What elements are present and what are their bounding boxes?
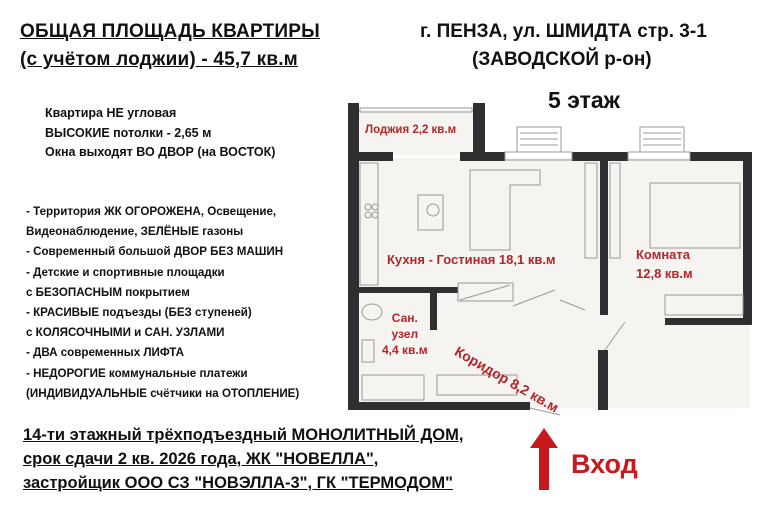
- bath-area: 4,4 кв.м: [382, 343, 428, 357]
- address: г. ПЕНЗА, ул. ШМИДТА стр. 3-1: [420, 21, 707, 42]
- detail-item: Окна выходят ВО ДВОР (на ВОСТОК): [45, 145, 276, 159]
- floor-label: 5 этаж: [548, 87, 620, 113]
- feature-item: - Детские и спортивные площадки: [26, 265, 225, 279]
- detail-item: Квартира НЕ угловая: [45, 106, 177, 120]
- feature-item: - НЕДОРОГИЕ коммунальные платежи: [26, 366, 248, 380]
- details-list: Квартира НЕ угловая ВЫСОКИЕ потолки - 2,…: [45, 104, 275, 163]
- room-area: 12,8 кв.м: [636, 266, 693, 281]
- entrance-label: Вход: [571, 449, 638, 479]
- features-list: - Территория ЖК ОГОРОЖЕНА, Освещение, Ви…: [26, 202, 299, 404]
- district: (ЗАВОДСКОЙ р-он): [472, 49, 652, 70]
- feature-item: - Современный большой ДВОР БЕЗ МАШИН: [26, 245, 284, 259]
- walls: [348, 103, 752, 410]
- room-name: Комната: [636, 247, 690, 262]
- room-label-bathroom: Сан. узел 4,4 кв.м: [382, 310, 428, 358]
- room-label-bedroom: Комната 12,8 кв.м: [636, 247, 693, 281]
- bath-name2: узел: [391, 327, 419, 341]
- building-info: 14-ти этажный трёхподъездный МОНОЛИТНЫЙ …: [23, 423, 463, 495]
- feature-item: - ДВА современных ЛИФТА: [26, 346, 185, 360]
- feature-item: с КОЛЯСОЧНЫМИ и САН. УЗЛАМИ: [26, 326, 225, 340]
- total-area-value: (с учётом лоджии) - 45,7 кв.м: [20, 49, 298, 70]
- building-line: застройщик ООО СЗ "НОВЭЛЛА-3", ГК "ТЕРМО…: [23, 474, 453, 492]
- bath-name: Сан.: [391, 311, 418, 325]
- feature-item: - КРАСИВЫЕ подъезды (БЕЗ ступеней): [26, 306, 252, 320]
- feature-item: с БЕЗОПАСНЫМ покрытием: [26, 285, 190, 299]
- room-label-loggia: Лоджия 2,2 кв.м: [365, 124, 457, 136]
- building-line: 14-ти этажный трёхподъездный МОНОЛИТНЫЙ …: [23, 426, 464, 444]
- feature-item: - Территория ЖК ОГОРОЖЕНА, Освещение,: [26, 205, 277, 218]
- total-area-title: ОБЩАЯ ПЛОЩАДЬ КВАРТИРЫ: [20, 21, 320, 42]
- room-label-kitchen: Кухня - Гостиная 18,1 кв.м: [387, 252, 556, 267]
- feature-item: Видеонаблюдение, ЗЕЛЁНЫЕ газоны: [26, 225, 244, 239]
- building-line: срок сдачи 2 кв. 2026 года, ЖК "НОВЕЛЛА"…: [23, 450, 379, 468]
- detail-item: ВЫСОКИЕ потолки - 2,65 м: [45, 125, 212, 140]
- feature-item: (ИНДИВИДУАЛЬНЫЕ счётчики на ОТОПЛЕНИЕ): [26, 386, 300, 400]
